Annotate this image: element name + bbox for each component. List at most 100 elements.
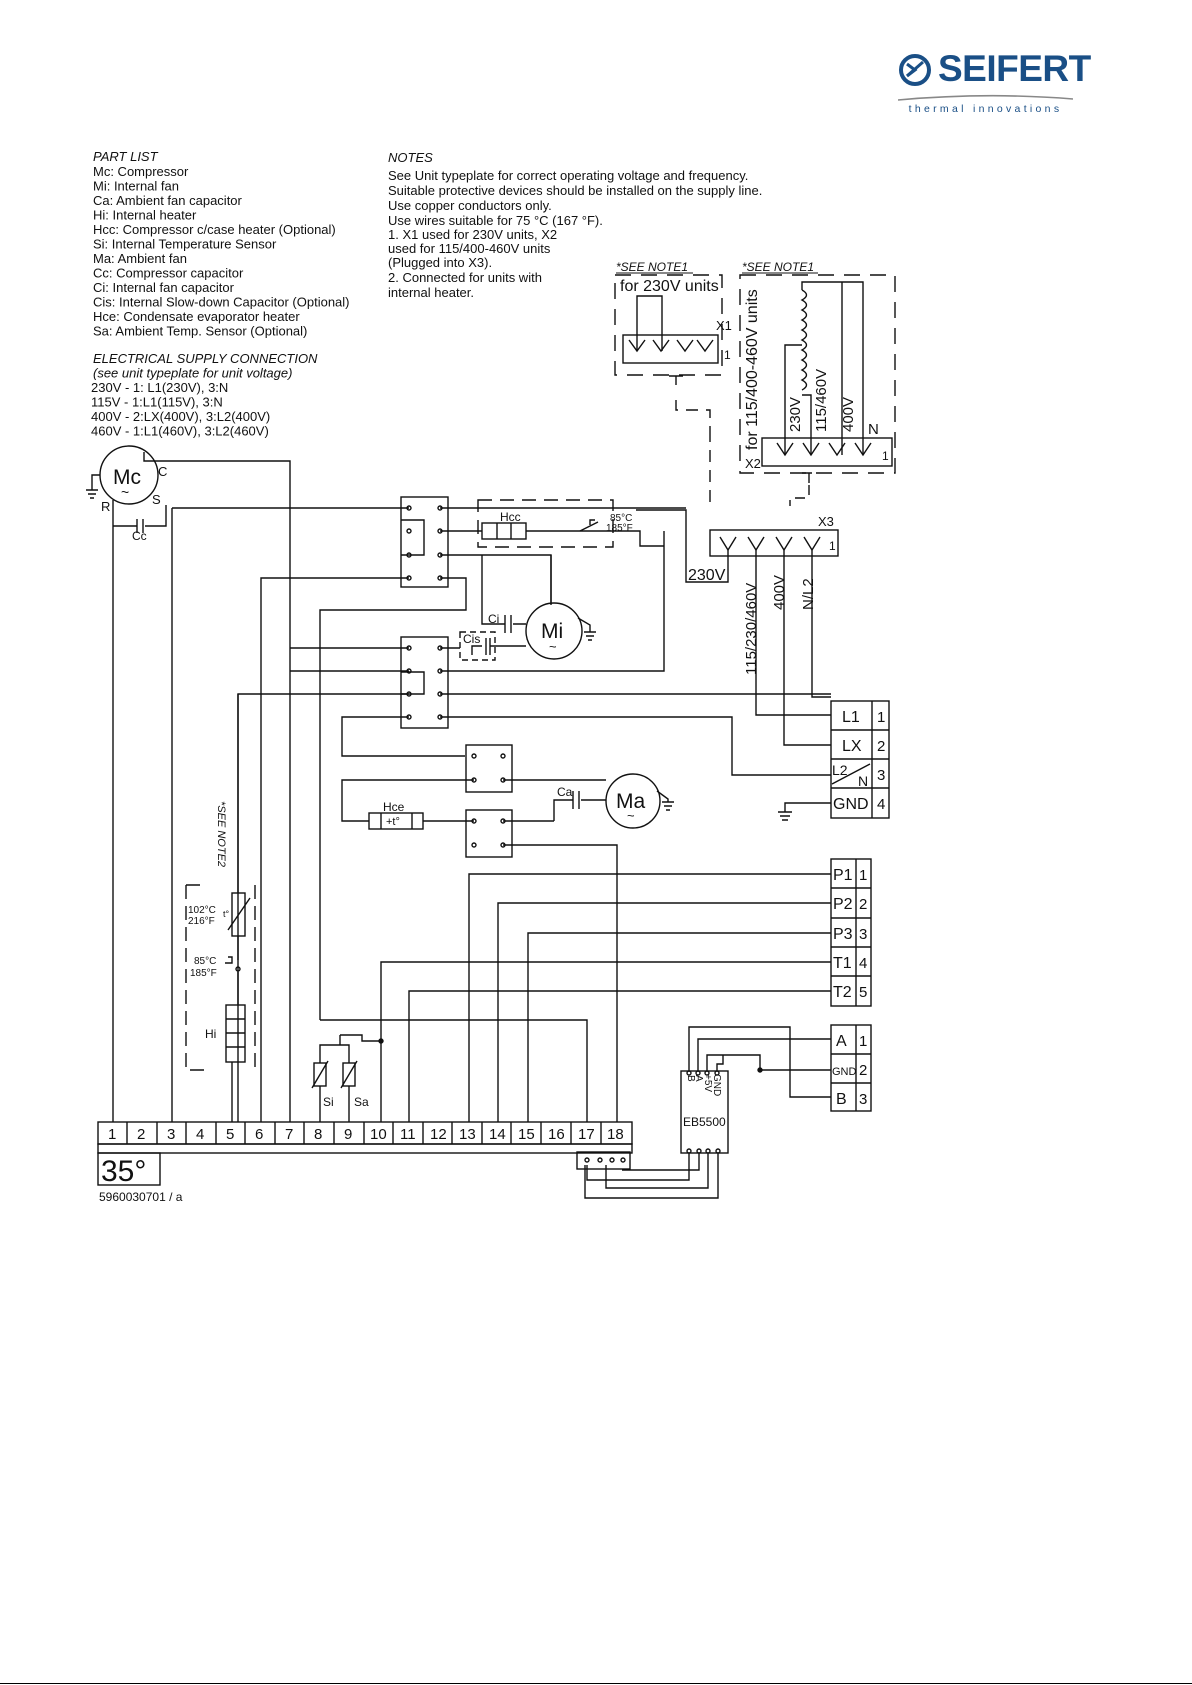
terminal-strip-6: 6 [255, 1126, 263, 1143]
terminal-p1-num: 1 [859, 867, 867, 884]
temperature-label: 35° [101, 1155, 146, 1188]
hcc-185f: 185°F [606, 523, 633, 534]
ci-label: Ci [488, 612, 499, 626]
terminal-strip-18: 18 [607, 1126, 624, 1143]
see-note2-label: *SEE NOTE2 [215, 801, 227, 867]
x1-pin1: 1 [724, 348, 731, 362]
x3-pin1: 1 [829, 539, 836, 553]
part-list-title: PART LIST [93, 149, 159, 164]
sa-label: Sa [354, 1095, 369, 1109]
terminal-gnd-num: 4 [877, 796, 885, 813]
ambient-fan-ma: Ma ~ Ca [553, 773, 674, 829]
terminal-p2: P2 [833, 896, 853, 913]
terminal-lx: LX [842, 738, 862, 755]
terminal-strip-17: 17 [578, 1126, 595, 1143]
hce-heater: Hce +t° [368, 800, 424, 830]
hi-102c: 102°C [188, 905, 216, 916]
terminal-p2-num: 2 [859, 896, 867, 913]
terminal-strip-14: 14 [489, 1126, 506, 1143]
notes-title: NOTES [388, 150, 433, 165]
x3-400v: 400V [771, 575, 788, 610]
part-list-item: Mc: Compressor [93, 164, 189, 179]
supply-title: ELECTRICAL SUPPLY CONNECTION [93, 351, 318, 366]
hi-label: Hi [205, 1027, 216, 1041]
ca-label: Ca [557, 785, 573, 799]
terminal-l1: L1 [842, 709, 860, 726]
eb-label: EB5500 [683, 1115, 726, 1129]
bus-terminal-block: A 1 GND 2 B 3 [830, 1024, 872, 1112]
terminal-strip-7: 7 [285, 1126, 293, 1143]
mi-tilde: ~ [549, 639, 557, 654]
terminal-t2-num: 5 [859, 984, 867, 1001]
terminal-strip-5: 5 [226, 1126, 234, 1143]
terminal-lx-num: 2 [877, 738, 885, 755]
part-list-item: Sa: Ambient Temp. Sensor (Optional) [93, 324, 307, 339]
x3-230v: 230V [688, 567, 726, 584]
x1-connector: for 230V units X1 1 [614, 274, 732, 430]
terminal-l2-num: 3 [877, 767, 885, 784]
terminal-b-num: 3 [859, 1091, 867, 1108]
supply-line: 400V - 2:LX(400V), 3:L2(400V) [91, 409, 270, 424]
mc-c-label: C [158, 464, 167, 479]
eb-pin-5v: +5V [702, 1074, 713, 1092]
relay-block-2 [400, 636, 449, 729]
ma-tilde: ~ [627, 808, 635, 823]
x2-label: X2 [745, 456, 761, 471]
mc-r-label: R [101, 499, 110, 514]
x1-label: X1 [716, 318, 732, 333]
terminal-n: N [858, 773, 868, 789]
terminal-t1-num: 4 [859, 955, 867, 972]
internal-heater-hi: *SEE NOTE2 102°C 216°F t° 85°C 185°F Hi [185, 694, 256, 1122]
x2-115-460v: 115/460V [813, 369, 830, 432]
part-list-item: Cc: Compressor capacitor [93, 266, 244, 281]
note-line: used for 115/400-460V units [388, 241, 551, 256]
seifert-logo: SEIFERT thermal innovations [898, 48, 1091, 118]
hce-t-label: +t° [386, 816, 400, 828]
terminal-bus-gnd: GND [832, 1066, 857, 1078]
terminal-strip-11: 11 [400, 1126, 416, 1143]
terminal-l2: L2 [832, 762, 848, 778]
hi-t: t° [223, 909, 230, 919]
x2-230v: 230V [787, 397, 804, 432]
see-note1-label-2: *SEE NOTE1 [742, 260, 814, 274]
terminal-strip-8: 8 [314, 1126, 322, 1143]
supply-lines: 230V - 1: L1(230V), 3:N 115V - 1:L1(115V… [91, 380, 270, 439]
drawing-number: 5960030701 / a [99, 1190, 183, 1204]
mc-tilde: ~ [121, 484, 129, 500]
supply-line: 115V - 1:L1(115V), 3:N [91, 395, 223, 410]
hi-216f: 216°F [188, 916, 215, 927]
note-line: Use copper conductors only. [388, 198, 552, 213]
part-list-item: Hi: Internal heater [93, 208, 197, 223]
eb-pin-b: B [685, 1075, 696, 1082]
x3-115-230-460v: 115/230/460V [743, 583, 760, 675]
x2-connector: for 115/400-460V units X2 1 230V 115/460… [739, 274, 896, 506]
hcc-label: Hcc [500, 510, 521, 524]
signal-terminal-block: P1 1 P2 2 P3 3 T1 4 T2 5 [830, 858, 872, 1007]
eb-pin-gnd: GND [711, 1074, 722, 1096]
x3-connector: X3 1 230V 115/230/460V 400V N/L2 [636, 509, 839, 746]
terminal-l1-num: 1 [877, 709, 885, 726]
terminal-p3: P3 [833, 926, 853, 943]
terminal-strip-4: 4 [196, 1126, 204, 1143]
note-line: See Unit typeplate for correct operating… [388, 168, 748, 183]
part-list-item: Mi: Internal fan [93, 179, 179, 194]
part-list: Mc: Compressor Mi: Internal fan Ca: Ambi… [93, 164, 350, 339]
hi-185f: 185°F [190, 968, 217, 979]
part-list-item: Ci: Internal fan capacitor [93, 280, 235, 295]
mc-s-label: S [152, 492, 161, 507]
see-note1-label: *SEE NOTE1 [616, 260, 688, 274]
terminal-strip-1: 1 [108, 1126, 116, 1143]
internal-fan-mi: Mi ~ Ci Cis [459, 555, 596, 661]
si-label: Si [323, 1095, 334, 1109]
part-list-item: Ca: Ambient fan capacitor [93, 193, 243, 208]
terminal-t1: T1 [833, 955, 852, 972]
note-line: (Plugged into X3). [388, 255, 492, 270]
mi-label: Mi [541, 620, 563, 643]
part-list-item: Ma: Ambient fan [93, 251, 187, 266]
terminal-bus-gnd-num: 2 [859, 1062, 867, 1079]
note-line: 1. X1 used for 230V units, X2 [388, 227, 557, 242]
part-list-item: Hcc: Compressor c/case heater (Optional) [93, 222, 336, 237]
part-list-item: Si: Internal Temperature Sensor [93, 237, 277, 252]
terminal-strip-3: 3 [167, 1126, 175, 1143]
